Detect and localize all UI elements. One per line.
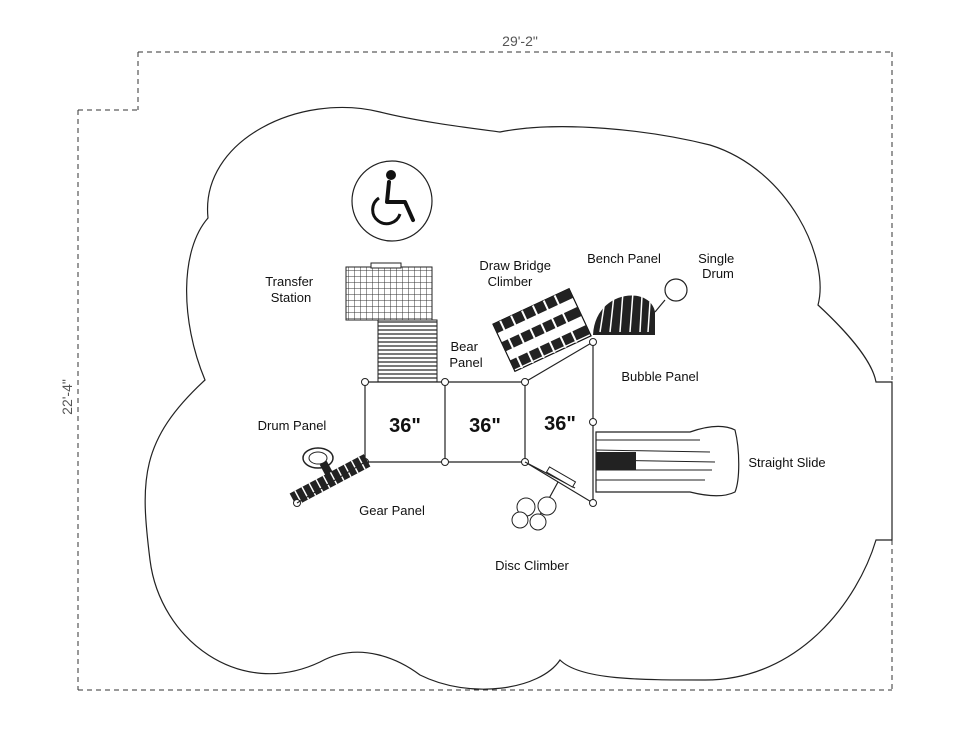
- transfer-station: [345, 262, 438, 383]
- deck-size-2: 36": [469, 415, 501, 437]
- drum-panel: [293, 447, 334, 507]
- depth-dimension: 22'-4": [59, 109, 893, 691]
- label-bubble-panel: Bubble Panel: [621, 369, 698, 384]
- label-straight-slide: Straight Slide: [748, 455, 825, 470]
- deck-size-1: 36": [389, 415, 421, 437]
- label-disc-climber: Disc Climber: [495, 558, 569, 573]
- label-transfer-station: Transfer Station: [265, 274, 317, 305]
- width-dimension: 29'-2": [137, 33, 893, 380]
- gear-panel: [289, 454, 371, 506]
- gear-panel-rail: [296, 461, 366, 504]
- safety-surface-outline: [144, 106, 893, 690]
- bench-panel: [593, 278, 688, 335]
- label-draw-bridge: Draw Bridge Climber: [479, 258, 554, 289]
- label-bench-panel: Bench Panel: [587, 251, 661, 266]
- straight-slide: [595, 425, 740, 497]
- label-single-drum: Single Drum: [698, 251, 738, 281]
- width-dimension-label: 29'-2": [502, 33, 538, 49]
- label-drum-panel: Drum Panel: [258, 418, 327, 433]
- disc-climber: [511, 461, 577, 531]
- deck-size-3: 36": [544, 413, 576, 435]
- wheelchair-icon: [351, 160, 433, 242]
- label-gear-panel: Gear Panel: [359, 503, 425, 518]
- depth-dimension-label: 22'-4": [59, 379, 75, 415]
- draw-bridge-climber: [492, 287, 592, 373]
- label-bear-panel: Bear Panel: [449, 339, 482, 370]
